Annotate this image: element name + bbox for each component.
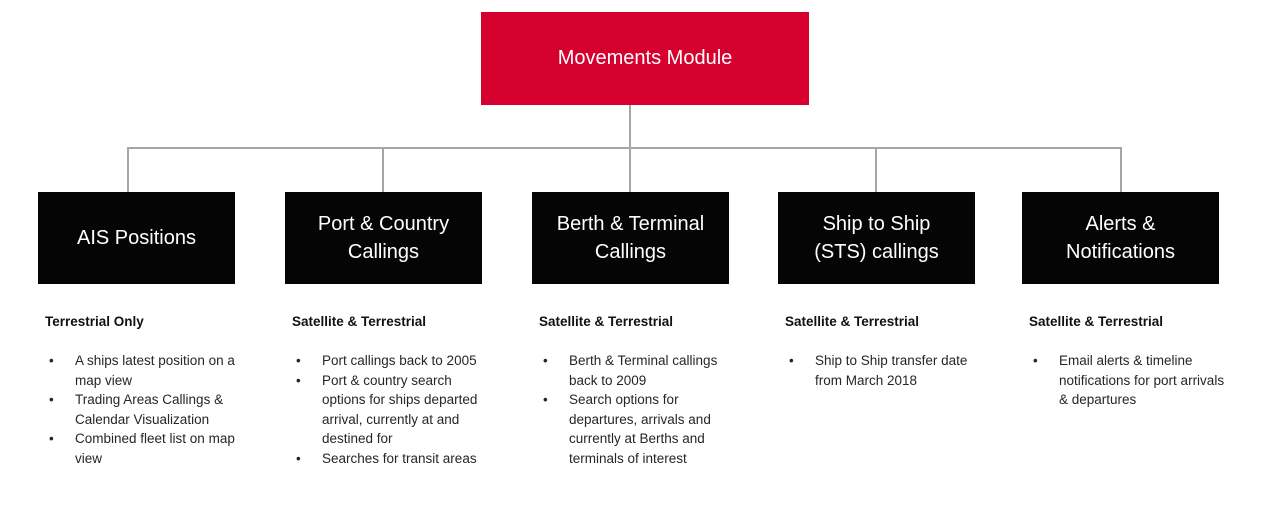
branch-node: Berth & Terminal Callings: [532, 192, 729, 284]
branch-column: AIS Positions Terrestrial Only A ships l…: [38, 192, 238, 468]
coverage-subtitle: Satellite & Terrestrial: [292, 314, 427, 329]
branch-column: Berth & Terminal Callings Satellite & Te…: [532, 192, 732, 468]
branch-node: Port & Country Callings: [285, 192, 482, 284]
feature-list: A ships latest position on a map viewTra…: [49, 351, 238, 468]
bullet-item: Trading Areas Callings & Calendar Visual…: [49, 390, 241, 429]
root-node-movements-module: Movements Module: [481, 12, 809, 105]
bullet-item: A ships latest position on a map view: [49, 351, 241, 390]
bullet-item: Berth & Terminal callings back to 2009: [543, 351, 735, 390]
coverage-subtitle: Terrestrial Only: [45, 314, 144, 329]
bullet-item: Combined fleet list on map view: [49, 429, 241, 468]
branch-column: Alerts & Notifications Satellite & Terre…: [1022, 192, 1225, 410]
bullet-item: Searches for transit areas: [296, 449, 488, 469]
feature-list: Port callings back to 2005Port & country…: [296, 351, 485, 468]
branch-node: Ship to Ship (STS) callings: [778, 192, 975, 284]
bullet-item: Search options for departures, arrivals …: [543, 390, 735, 468]
bullet-item: Email alerts & timeline notifications fo…: [1033, 351, 1225, 410]
feature-list: Email alerts & timeline notifications fo…: [1033, 351, 1225, 410]
bullet-item: Port & country search options for ships …: [296, 371, 488, 449]
feature-list: Berth & Terminal callings back to 2009Se…: [543, 351, 732, 468]
bullet-item: Ship to Ship transfer date from March 20…: [789, 351, 981, 390]
branch-node: Alerts & Notifications: [1022, 192, 1219, 284]
coverage-subtitle: Satellite & Terrestrial: [1029, 314, 1164, 329]
coverage-subtitle: Satellite & Terrestrial: [539, 314, 674, 329]
branch-node: AIS Positions: [38, 192, 235, 284]
feature-list: Ship to Ship transfer date from March 20…: [789, 351, 978, 390]
branch-column: Ship to Ship (STS) callings Satellite & …: [778, 192, 978, 390]
coverage-subtitle: Satellite & Terrestrial: [785, 314, 920, 329]
branch-column: Port & Country Callings Satellite & Terr…: [285, 192, 485, 468]
bullet-item: Port callings back to 2005: [296, 351, 488, 371]
